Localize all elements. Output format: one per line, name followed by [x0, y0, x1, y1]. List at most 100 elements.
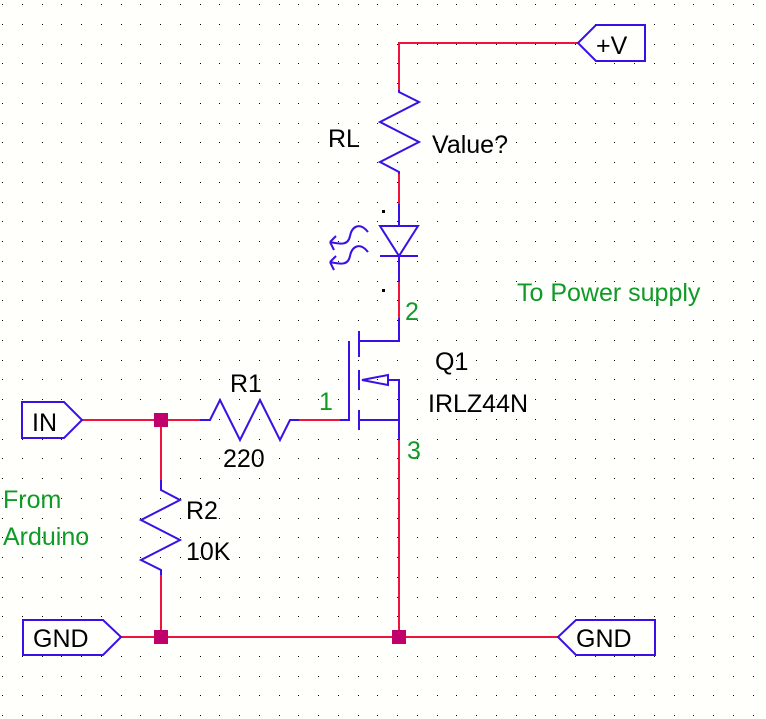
grid-dot: [634, 103, 635, 104]
grid-dot: [2, 478, 3, 479]
grid-dot: [397, 439, 398, 440]
grid-dot: [417, 221, 418, 222]
grid-dot: [417, 63, 418, 64]
grid-dot: [61, 63, 62, 64]
grid-dot: [634, 261, 635, 262]
grid-dot: [575, 439, 576, 440]
grid-dot: [22, 44, 23, 45]
grid-dot: [674, 577, 675, 578]
grid-dot: [279, 557, 280, 558]
grid-dot: [318, 498, 319, 499]
grid-dot: [693, 715, 694, 716]
grid-dot: [456, 320, 457, 321]
junction-dot: [154, 630, 168, 644]
grid-dot: [753, 142, 754, 143]
grid-dot: [2, 577, 3, 578]
grid-dot: [42, 123, 43, 124]
grid-dot: [476, 340, 477, 341]
grid-dot: [101, 63, 102, 64]
grid-dot: [575, 281, 576, 282]
grid-dot: [595, 360, 596, 361]
grid-dot: [614, 537, 615, 538]
grid-dot: [140, 24, 141, 25]
grid-dot: [42, 616, 43, 617]
grid-dot: [496, 24, 497, 25]
grid-dot: [713, 498, 714, 499]
grid-dot: [2, 221, 3, 222]
grid-dot: [555, 44, 556, 45]
grid-dot: [200, 4, 201, 5]
grid-dot: [239, 458, 240, 459]
grid-dot: [693, 498, 694, 499]
grid-dot: [634, 63, 635, 64]
grid-dot: [693, 458, 694, 459]
grid-dot: [654, 221, 655, 222]
grid-dot: [101, 281, 102, 282]
grid-dot: [496, 320, 497, 321]
grid-dot: [397, 399, 398, 400]
grid-dot: [140, 63, 141, 64]
grid-dot: [456, 597, 457, 598]
grid-dot: [654, 478, 655, 479]
grid-dot: [338, 577, 339, 578]
grid-dot: [713, 261, 714, 262]
grid-dot: [693, 518, 694, 519]
grid-dot: [654, 182, 655, 183]
grid-dot: [595, 518, 596, 519]
grid-dot: [160, 123, 161, 124]
grid-dot: [693, 478, 694, 479]
grid-dot: [298, 439, 299, 440]
port-gnd-right[interactable]: GND: [556, 619, 656, 656]
port-gnd-right-label: GND: [576, 625, 632, 653]
grid-dot: [22, 597, 23, 598]
grid-dot: [298, 162, 299, 163]
mosfet-q1[interactable]: [340, 318, 400, 440]
port-gnd-left[interactable]: GND: [22, 619, 123, 656]
grid-dot: [259, 103, 260, 104]
port-vplus[interactable]: +V: [576, 24, 646, 62]
resistor-r1[interactable]: [200, 397, 299, 443]
grid-dot: [101, 616, 102, 617]
grid-dot: [160, 320, 161, 321]
grid-dot: [654, 379, 655, 380]
grid-dot: [318, 340, 319, 341]
wire-vplus-rl[interactable]: [398, 42, 578, 90]
resistor-r2[interactable]: [138, 480, 183, 575]
grid-dot: [496, 616, 497, 617]
grid-dot: [338, 202, 339, 203]
grid-dot: [516, 656, 517, 657]
grid-dot: [496, 518, 497, 519]
grid-dot: [22, 320, 23, 321]
grid-dot: [614, 142, 615, 143]
grid-dot: [298, 103, 299, 104]
grid-dot: [654, 142, 655, 143]
grid-dot: [61, 320, 62, 321]
grid-dot: [338, 241, 339, 242]
grid-dot: [674, 597, 675, 598]
grid-dot: [61, 537, 62, 538]
grid-dot: [516, 557, 517, 558]
grid-dot: [180, 498, 181, 499]
grid-dot: [180, 557, 181, 558]
grid-dot: [713, 300, 714, 301]
grid-dot: [753, 261, 754, 262]
grid-dot: [456, 616, 457, 617]
grid-dot: [614, 597, 615, 598]
grid-dot: [121, 676, 122, 677]
grid-dot: [61, 261, 62, 262]
resistor-rl[interactable]: [377, 90, 422, 174]
grid-dot: [614, 123, 615, 124]
grid-dot: [397, 320, 398, 321]
grid-dot: [397, 616, 398, 617]
grid-dot: [239, 498, 240, 499]
led-icon[interactable]: [329, 204, 420, 282]
grid-dot: [239, 320, 240, 321]
port-in[interactable]: IN: [21, 401, 84, 439]
grid-dot: [81, 261, 82, 262]
grid-dot: [397, 182, 398, 183]
grid-dot: [516, 320, 517, 321]
grid-dot: [595, 537, 596, 538]
grid-dot: [417, 300, 418, 301]
grid-dot: [200, 300, 201, 301]
grid-dot: [2, 83, 3, 84]
